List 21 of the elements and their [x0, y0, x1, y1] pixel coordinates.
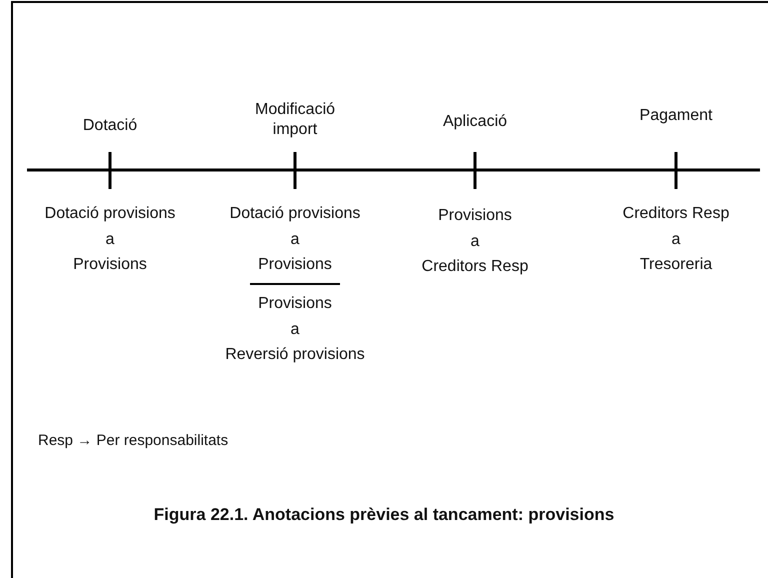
abbreviation-note: Resp → Per responsabilitats: [38, 431, 228, 451]
entry-text: Dotació provisions: [230, 204, 360, 224]
entry-text: Reversió provisions: [225, 345, 365, 365]
entry-text: a: [106, 230, 114, 250]
phase-heading: Pagament: [638, 106, 714, 126]
entry-text: a: [672, 230, 680, 250]
entry-text: Provisions: [258, 294, 332, 314]
phase-heading: Dotació: [82, 116, 138, 136]
entry-text: Creditors Resp: [422, 257, 528, 277]
entry-text: a: [470, 232, 480, 252]
entry-text: a: [290, 230, 300, 250]
entry-text: a: [290, 320, 300, 340]
entry-text: Provisions: [438, 206, 512, 226]
entry-text: Dotació provisions: [44, 204, 176, 224]
figure-caption: Figura 22.1. Anotacions prèvies al tancament: provisions: [154, 505, 614, 525]
phase-heading: Modificació import: [254, 100, 336, 140]
entry-text: Provisions: [258, 255, 332, 275]
entry-text: Creditors Resp: [622, 204, 730, 224]
phase-heading: Aplicació: [442, 112, 508, 132]
entry-text: Provisions: [73, 255, 147, 275]
entry-text: Tresoreria: [640, 255, 712, 275]
